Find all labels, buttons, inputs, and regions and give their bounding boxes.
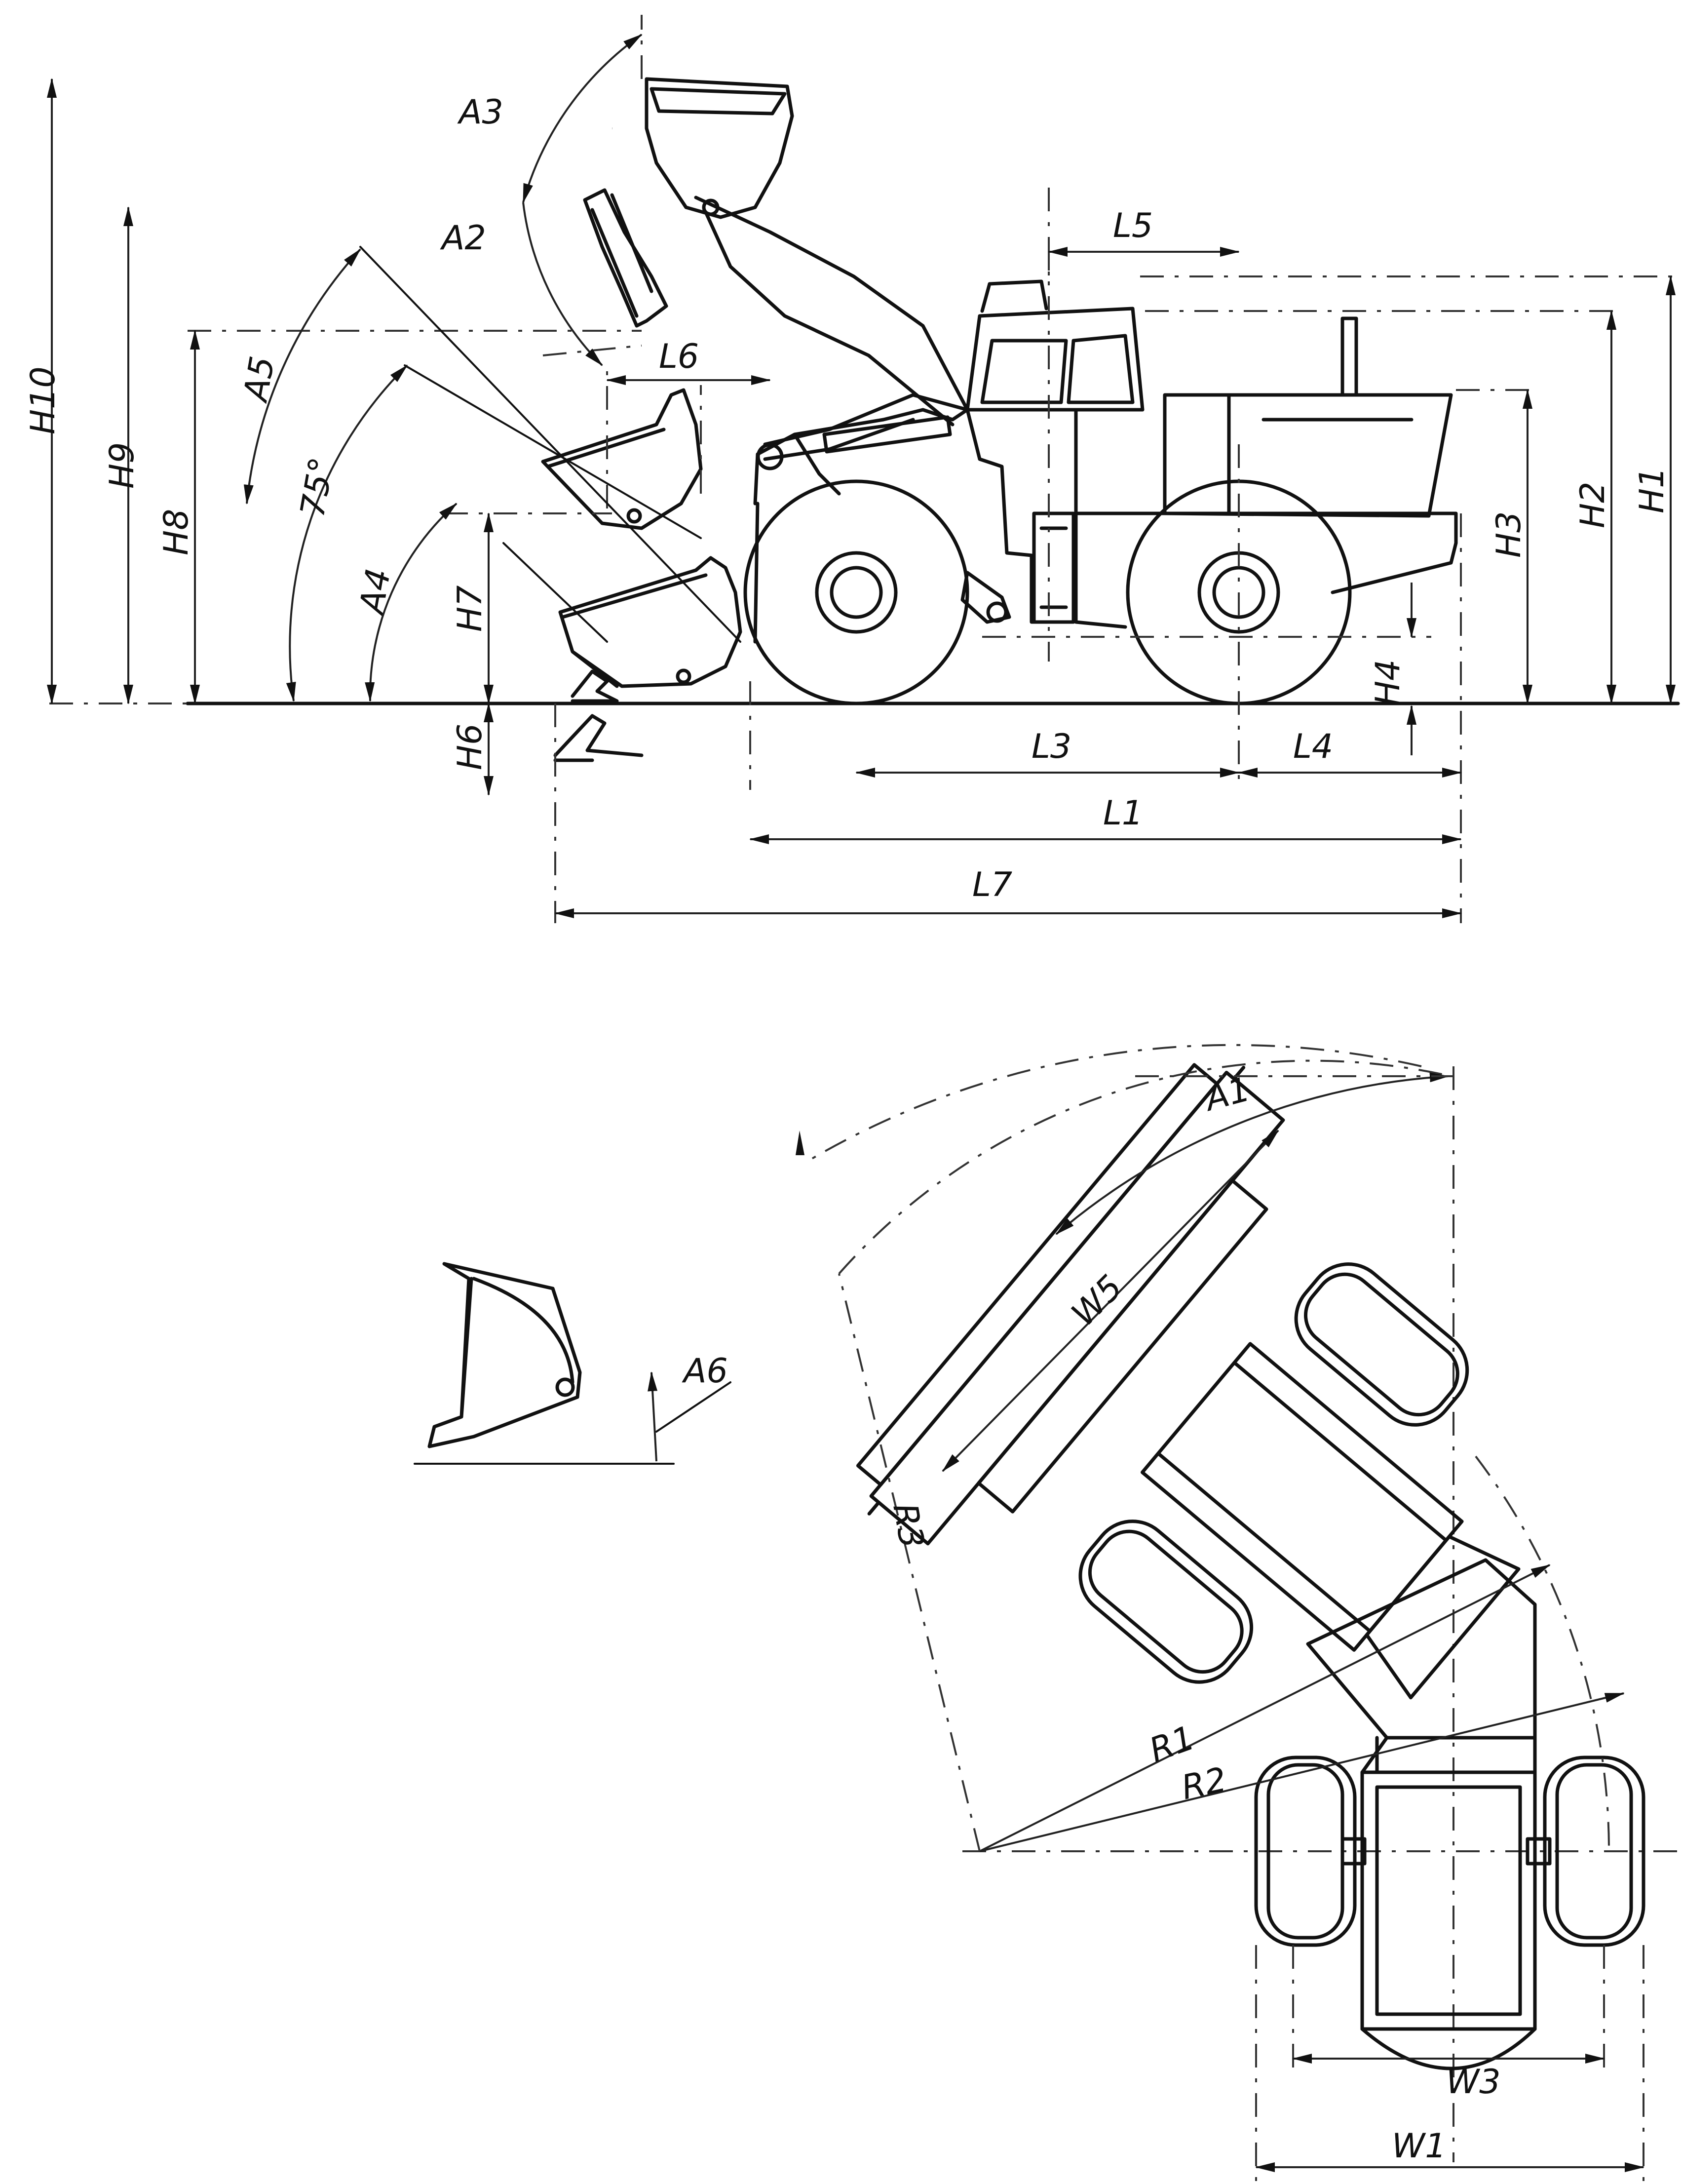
label-a6: A6 [682, 1352, 728, 1391]
label-h7: H7 [451, 585, 490, 632]
label-h10: H10 [24, 366, 63, 434]
label-75: 75° [293, 455, 342, 520]
cab [965, 279, 1145, 412]
label-l7: L7 [972, 865, 1012, 904]
arc-a5 [243, 248, 361, 505]
arc-a4 [365, 503, 458, 702]
front-right-wheel [1294, 1262, 1469, 1427]
lift-cylinder [822, 415, 952, 454]
bucket-detail: A6 [414, 1262, 731, 1465]
label-l3: L3 [1032, 727, 1071, 766]
label-h9: H9 [103, 442, 142, 489]
dim-a6 [648, 1371, 658, 1462]
bucket-dig [553, 714, 644, 762]
tilt-link [960, 571, 1011, 624]
label-h6: H6 [451, 724, 490, 770]
rear-right-wheel [1543, 1755, 1645, 1947]
loader-frame [753, 408, 969, 644]
front-frame-plan [1141, 1342, 1464, 1652]
front-wheel [743, 479, 969, 705]
bucket-dump [583, 188, 668, 328]
bucket-ground-floor [561, 573, 708, 619]
plan-view: A1 W5 R3 R1 R2 W3 W1 [796, 1044, 1678, 2182]
articulation-joint [1032, 511, 1075, 624]
label-w1: W1 [1392, 2127, 1447, 2166]
arc-a3 [522, 34, 643, 203]
dim-w5 [942, 1130, 1279, 1472]
label-a4: A4 [352, 566, 398, 618]
label-h1: H1 [1633, 467, 1672, 513]
label-a3: A3 [457, 93, 503, 132]
engine-hood [1163, 393, 1453, 518]
rear-frame-plan [1360, 1736, 1537, 2031]
label-r1: R1 [1145, 1718, 1200, 1770]
label-r3: R3 [885, 1500, 931, 1551]
lift-arm [763, 393, 969, 461]
label-l5: L5 [1113, 206, 1153, 245]
lift-arm-pivot [756, 443, 784, 470]
bucket-ground [558, 556, 742, 688]
bucket-detail-shape [427, 1262, 582, 1448]
exhaust-stack [1340, 316, 1358, 397]
arc-a2 [522, 202, 603, 366]
bucket-teeth [571, 669, 619, 703]
articulation-hinge-plan [1306, 1558, 1537, 1774]
center-frame [965, 408, 1078, 624]
label-a2: A2 [440, 219, 486, 258]
label-r2: R2 [1178, 1760, 1230, 1808]
label-a5: A5 [236, 353, 282, 406]
counterweight [1074, 511, 1458, 629]
rear-left-wheel [1254, 1755, 1357, 1947]
label-l1: L1 [1103, 794, 1143, 833]
rear-counterweight-plan [1360, 2027, 1537, 2070]
front-left-wheel [1078, 1520, 1254, 1684]
arc-75 [286, 364, 408, 702]
label-h4: H4 [1369, 660, 1408, 706]
label-l4: L4 [1293, 727, 1333, 766]
side-view: H10 H9 H8 H7 H6 H1 H2 H3 H4 A3 A2 A5 75°… [24, 15, 1680, 923]
label-w3: W3 [1446, 2063, 1501, 2102]
raised-lift-arm [694, 195, 969, 427]
label-l6: L6 [659, 337, 699, 376]
label-h3: H3 [1490, 511, 1529, 558]
label-h2: H2 [1573, 482, 1612, 528]
bucket-top [645, 77, 794, 219]
label-h8: H8 [157, 509, 196, 555]
